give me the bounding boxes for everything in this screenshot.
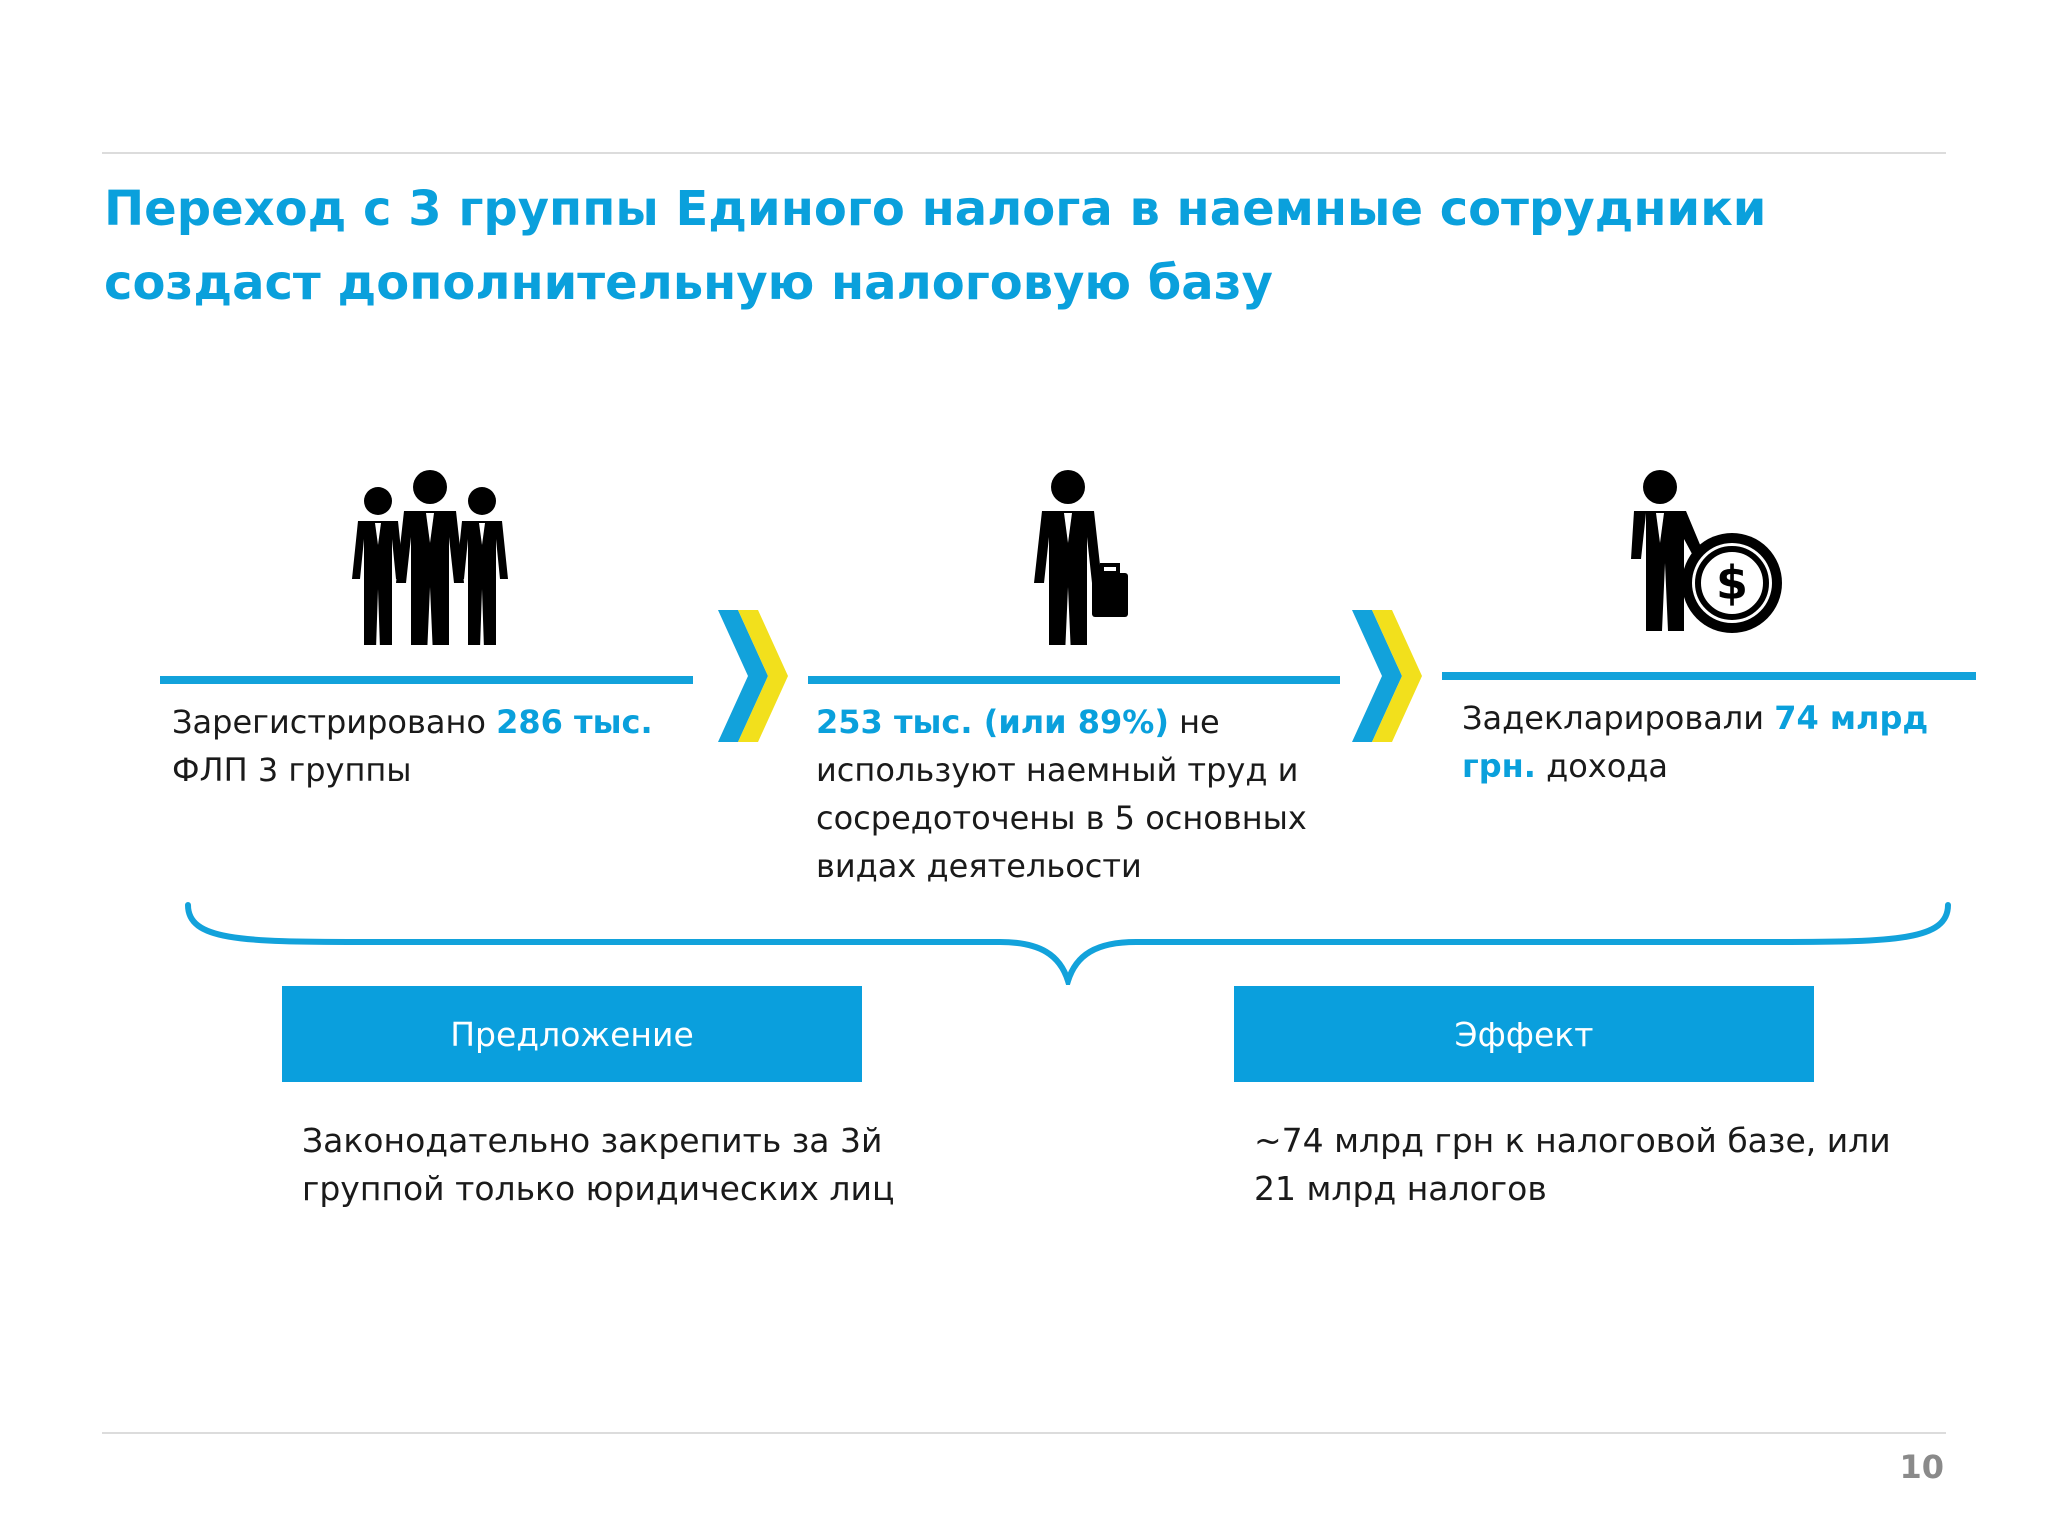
effect-text: ~74 млрд грн к налоговой базе, или 21 мл… — [1254, 1121, 1891, 1208]
effect-label-box: Эффект — [1234, 986, 1814, 1082]
top-divider — [102, 152, 1946, 154]
proposal-label: Предложение — [450, 1014, 694, 1054]
proposal-text: Законодательно закрепить за 3й группой т… — [302, 1121, 895, 1208]
step-1-text-before: Зарегистрировано — [172, 703, 497, 741]
group-of-people-icon — [352, 470, 508, 645]
step-2-line — [808, 676, 1340, 684]
step-3-text-after: дохода — [1535, 747, 1669, 785]
page-number: 10 — [1899, 1448, 1944, 1486]
step-3-text: Задекларировали 74 млрд грн. дохода — [1462, 694, 1952, 790]
step-1-text-after: ФЛП 3 группы — [172, 751, 412, 789]
bottom-divider — [102, 1432, 1946, 1434]
step-2-text-after: не используют наемный труд и сосредоточе… — [816, 703, 1307, 885]
step-3-highlight: 74 млрд грн. — [1462, 699, 1929, 785]
step-1-text: Зарегистрировано 286 тыс. ФЛП 3 группы — [172, 698, 712, 794]
businessman-briefcase-icon — [1034, 470, 1128, 645]
svg-text:$: $ — [1716, 556, 1748, 610]
step-2-highlight: 253 тыс. (или 89%) — [816, 703, 1169, 741]
step-3-line — [1442, 672, 1976, 680]
step-3-text-before: Задекларировали — [1462, 699, 1775, 737]
businessman-dollar-coin-icon: $ — [1631, 470, 1782, 633]
step-1-line — [160, 676, 693, 684]
effect-label: Эффект — [1454, 1014, 1594, 1054]
proposal-label-box: Предложение — [282, 986, 862, 1082]
chevron-right-icon — [718, 610, 788, 742]
page-title: Переход с 3 группы Единого налога в наем… — [104, 181, 1767, 311]
step-2-text: 253 тыс. (или 89%) не используют наемный… — [816, 698, 1336, 890]
step-1-highlight: 286 тыс. — [496, 703, 653, 741]
curly-brace — [185, 902, 1951, 985]
chevron-right-icon — [1352, 610, 1422, 742]
